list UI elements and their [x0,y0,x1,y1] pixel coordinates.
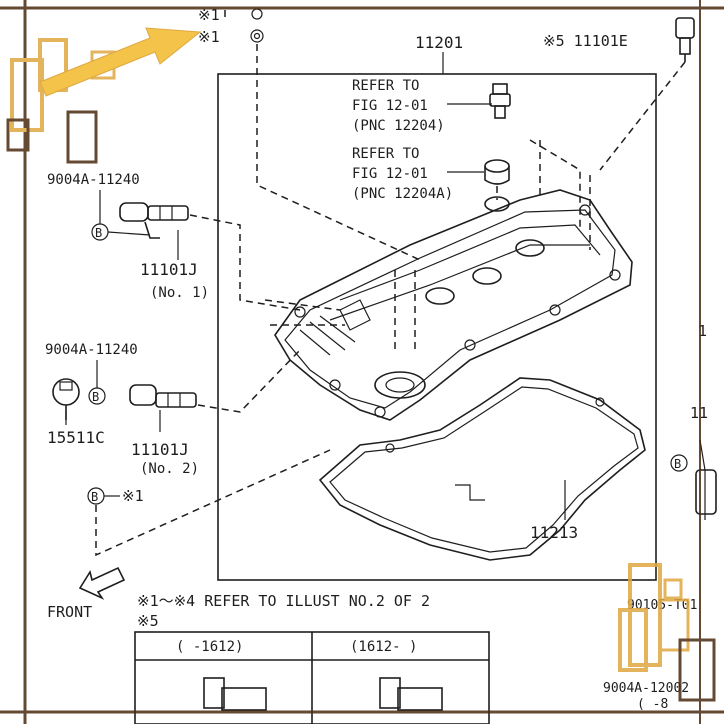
table-col2: (1612- ) [350,639,417,655]
main-assembly-box [217,73,657,581]
note-x1-second: ※1 [198,28,220,46]
note-x5: ※5 [137,612,159,630]
variant-table [134,631,490,724]
svg-text:B: B [91,490,98,504]
svg-text:B: B [674,457,681,471]
label-11101j-2: 11101J [131,440,189,459]
label-no1: (No. 1) [150,285,209,301]
note-x5-11101e: ※5 11101E [543,32,628,50]
bolt-12204-icon [489,83,511,119]
label-11213: 11213 [530,523,578,542]
refer2-line3: (PNC 12204A) [352,186,453,202]
note-b-x1: ※1 [122,487,144,505]
sensor-11101e-icon [675,17,695,62]
washer-icon [251,8,263,20]
front-arrow-icon [78,566,126,600]
label-9004a-12002: 9004A-12002 [603,681,689,696]
right-partial-1: 1 [698,322,707,340]
circle-b-4 [670,454,688,472]
label-front: FRONT [47,603,92,621]
gasket-11213 [318,377,646,561]
cylinder-head-cover [274,189,633,421]
refer1-line3: (PNC 12204) [352,118,445,134]
label-9004a-11240-a: 9004A-11240 [47,172,140,188]
svg-text:B: B [92,390,99,404]
svg-text:B: B [95,226,102,240]
label-15511c: 15511C [47,428,105,447]
note-x1-top: ※1 [198,6,220,24]
washer-icon-2 [250,29,264,43]
note-refer-illust: ※1～※4 REFER TO ILLUST NO.2 OF 2 [137,592,430,610]
circle-b-2 [88,387,106,405]
sensor-variant-2-icon [379,677,443,711]
label-11201: 11201 [415,33,463,52]
refer2-line2: FIG 12-01 [352,166,428,182]
ocv-no1-icon [119,202,189,239]
refer1-line1: REFER TO [352,78,419,94]
yellow-pointer-arrow-icon [39,27,202,97]
refer1-line2: FIG 12-01 [352,98,428,114]
sensor-variant-1-icon [203,677,267,711]
label-9004a-11240-b: 9004A-11240 [45,342,138,358]
label-11101j-1: 11101J [140,260,198,279]
label-no2: (No. 2) [140,461,199,477]
bottom-right-partial: ( -8 [637,697,668,712]
table-col1: ( -1612) [176,639,243,655]
grommet-12204a-icon [484,159,510,185]
ocv-no2-icon [129,384,197,408]
refer2-line1: REFER TO [352,146,419,162]
